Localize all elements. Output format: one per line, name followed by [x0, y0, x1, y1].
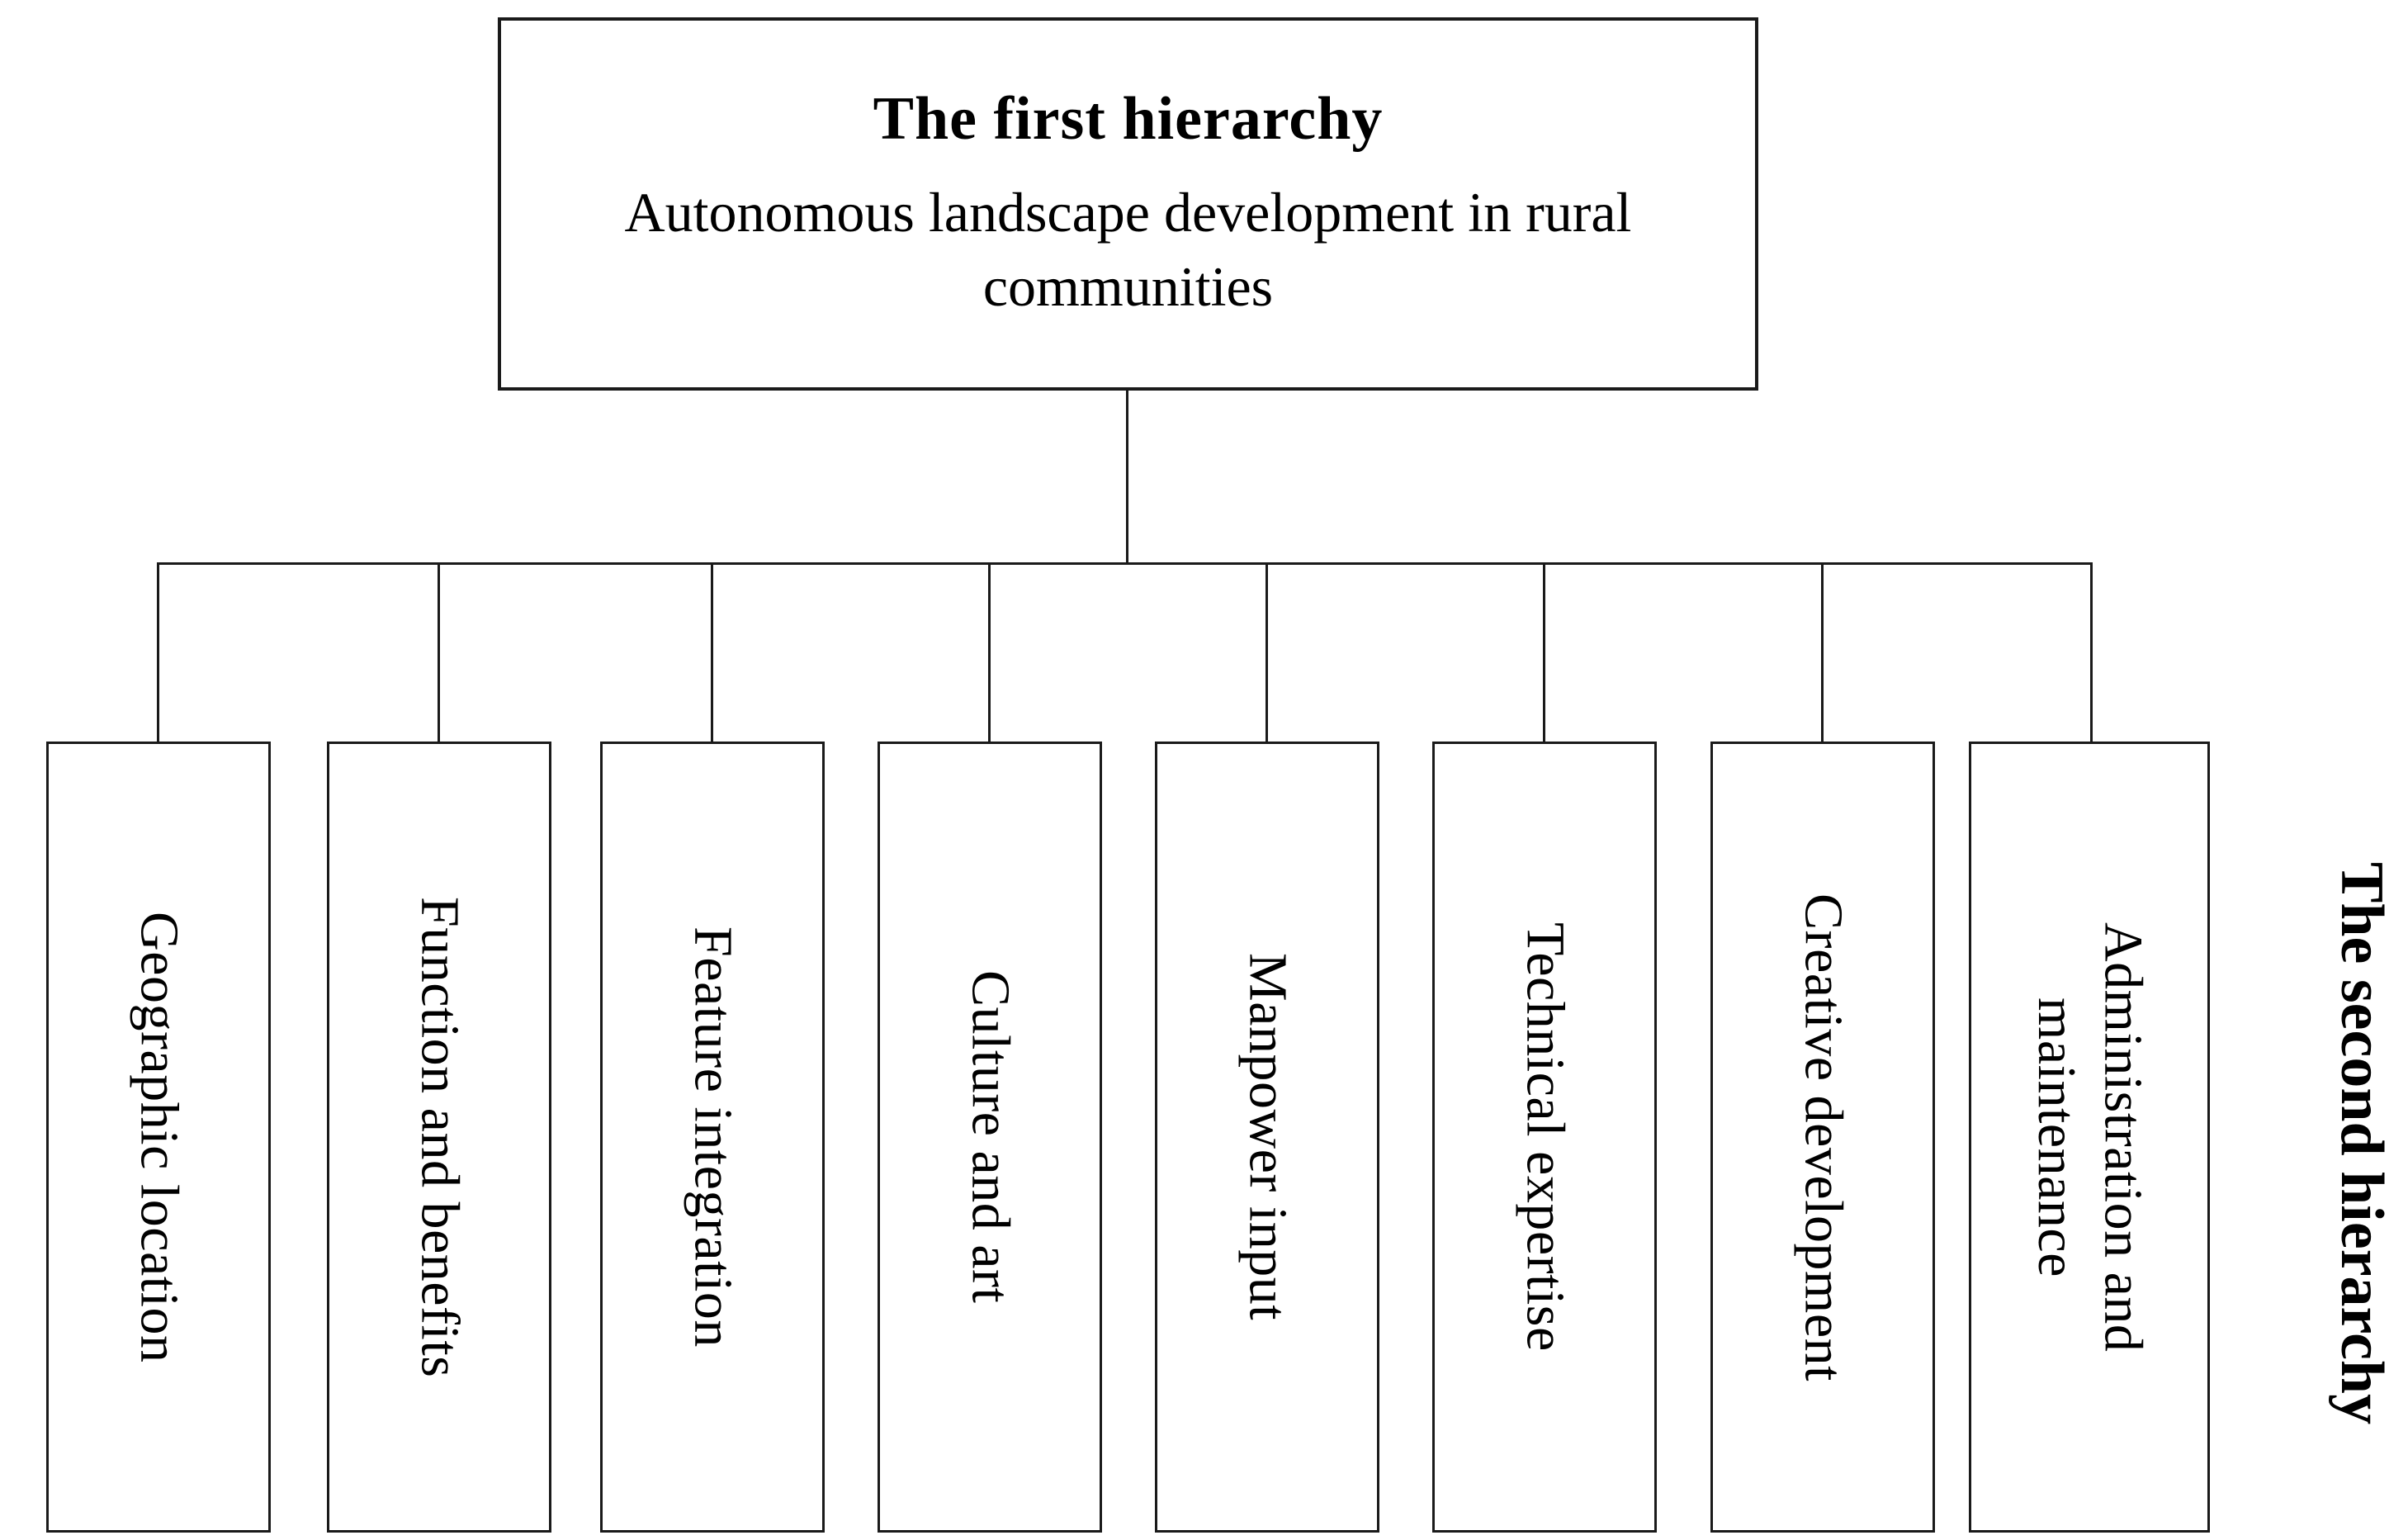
drop-line-1	[157, 562, 159, 742]
child-box-label: Function and benefits	[409, 896, 471, 1378]
child-box-label: Manpower input	[1237, 953, 1299, 1321]
child-box-geographic-location: Geographic location	[46, 742, 271, 1533]
drop-line-8	[2090, 562, 2093, 742]
child-box-label: Administration and maintenance	[2027, 922, 2154, 1353]
child-box-feature-integration: Feature integration	[600, 742, 825, 1533]
child-box-label: Feature integration	[683, 926, 744, 1348]
child-box-administration-and-maintenance: Administration and maintenance	[1969, 742, 2210, 1533]
drop-line-7	[1821, 562, 1824, 742]
child-box-function-and-benefits: Function and benefits	[327, 742, 551, 1533]
second-hierarchy-label: The second hierarchy	[2328, 862, 2396, 1425]
child-box-creative-development: Creative development	[1710, 742, 1935, 1533]
drop-line-4	[988, 562, 991, 742]
root-connector-line	[1126, 391, 1128, 564]
drop-line-5	[1266, 562, 1268, 742]
child-box-manpower-input: Manpower input	[1155, 742, 1379, 1533]
child-box-label: Creative development	[1793, 893, 1854, 1381]
drop-line-2	[438, 562, 440, 742]
child-box-culture-and-art: Culture and art	[878, 742, 1102, 1533]
first-hierarchy-subtitle: Autonomous landscape development in rura…	[624, 180, 1632, 318]
child-box-technical-expertise: Technical expertise	[1432, 742, 1657, 1533]
drop-line-3	[711, 562, 713, 742]
drop-line-6	[1543, 562, 1545, 742]
first-hierarchy-box: The first hierarchy Autonomous landscape…	[498, 17, 1758, 391]
rail-line	[157, 562, 2093, 565]
first-hierarchy-title: The first hierarchy	[873, 84, 1384, 153]
child-box-label: Geographic location	[129, 911, 190, 1363]
child-box-label: Culture and art	[960, 970, 1021, 1304]
child-box-label: Technical expertise	[1515, 922, 1576, 1352]
